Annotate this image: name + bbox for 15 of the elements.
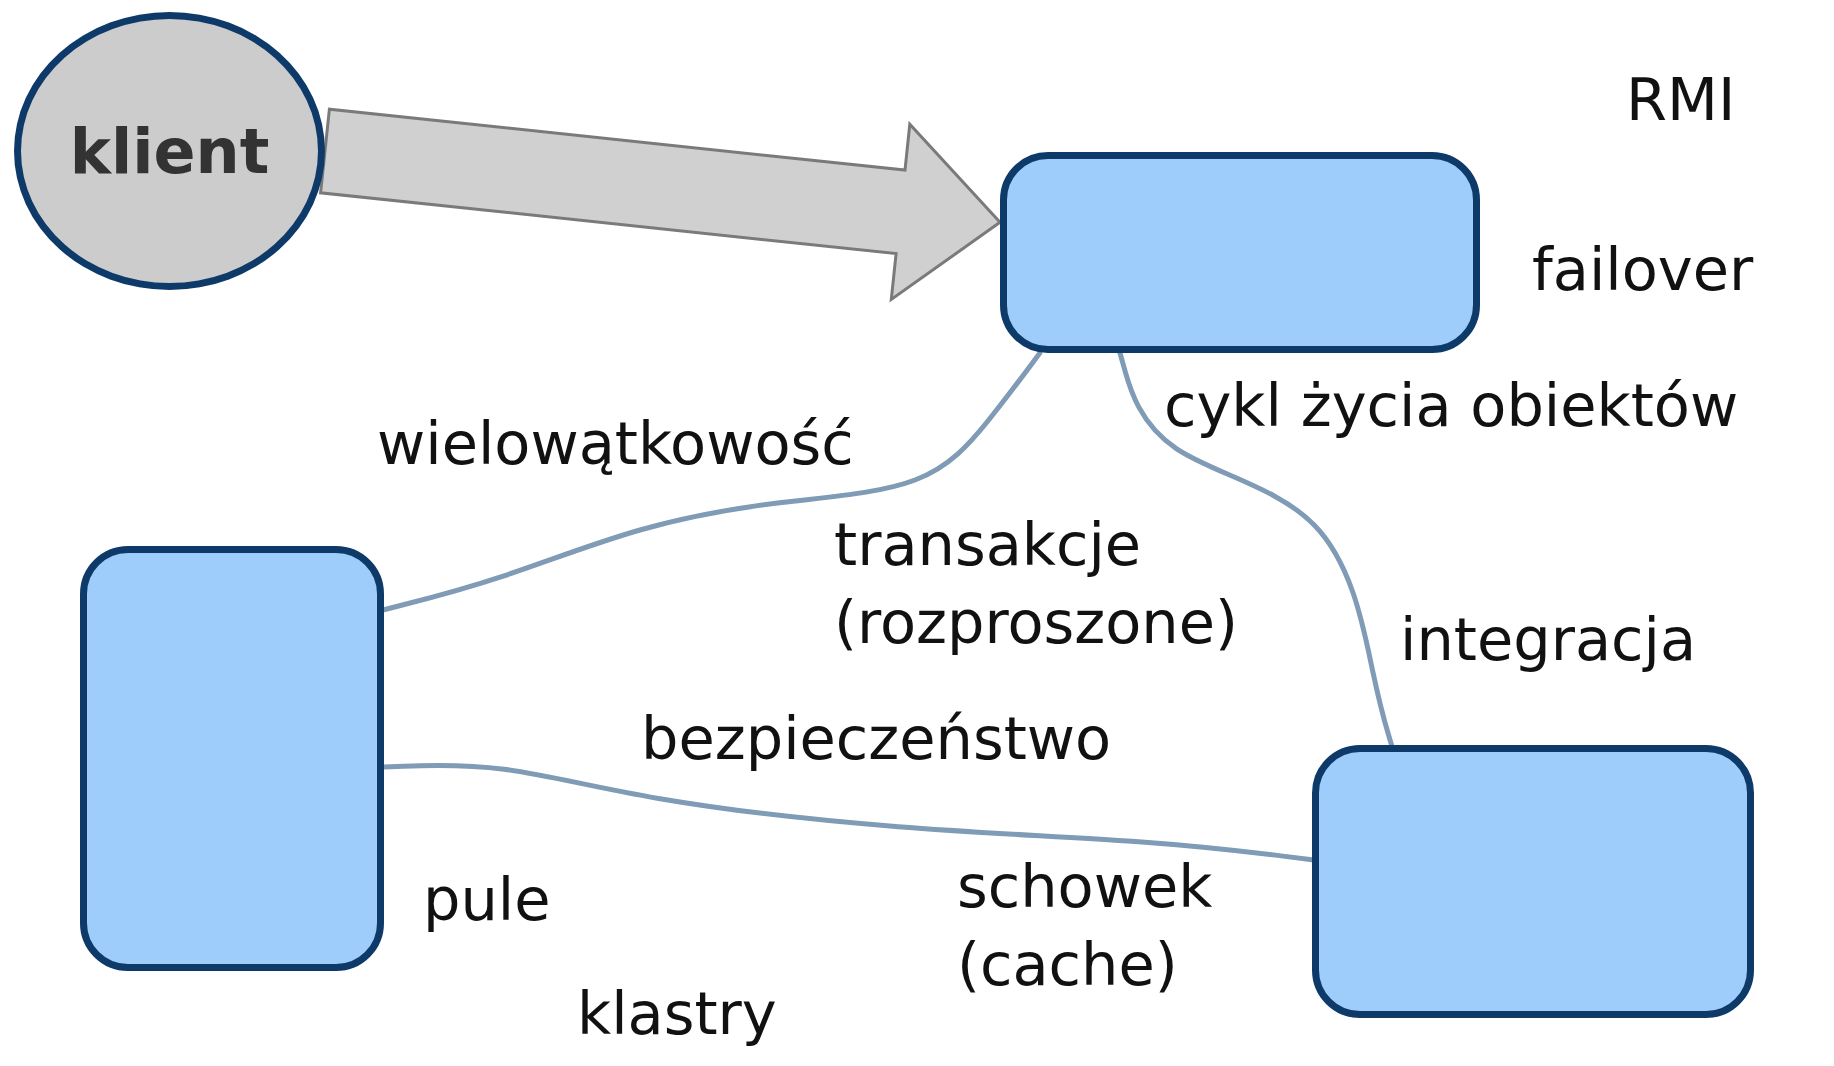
- label-text: klastry: [577, 980, 777, 1047]
- label-text: RMI: [1626, 66, 1736, 133]
- rounded-box: [80, 546, 384, 971]
- label-text: schowek (cache): [957, 851, 1214, 1001]
- label-text: transakcje (rozproszone): [834, 509, 1240, 659]
- node-label: klient: [69, 114, 270, 188]
- label-text: integracja: [1400, 606, 1697, 673]
- label-text: wielowątkowość: [377, 410, 854, 477]
- block-arrow: [318, 107, 1003, 303]
- rounded-box: [1000, 152, 1480, 353]
- label-text: pule: [423, 866, 551, 933]
- label-text: cykl życia obiektów: [1164, 372, 1739, 439]
- label-text: failover: [1532, 236, 1754, 303]
- rounded-box: [1312, 745, 1754, 1018]
- label-text: bezpieczeństwo: [641, 705, 1112, 772]
